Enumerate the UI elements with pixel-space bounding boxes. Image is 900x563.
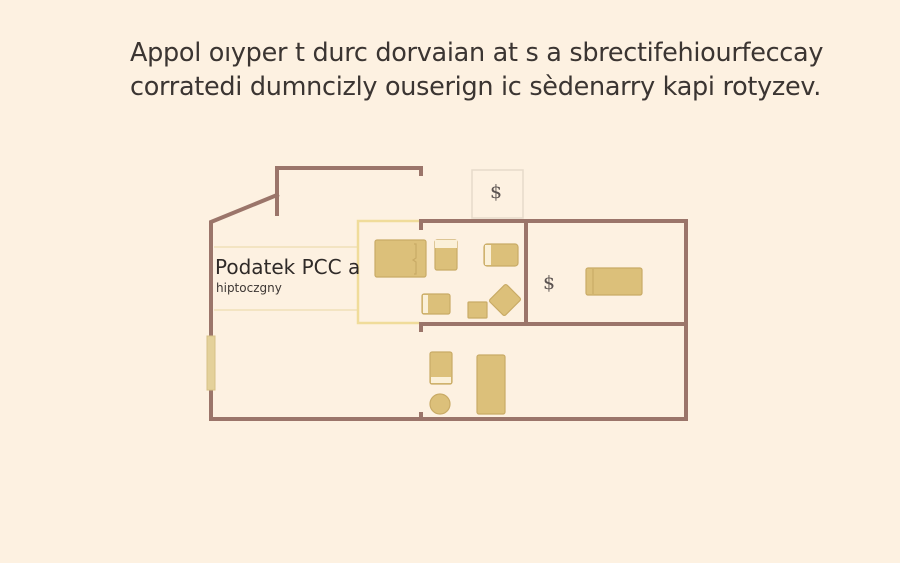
nightstand <box>467 301 488 319</box>
bed-right-room <box>585 267 643 296</box>
long-table <box>476 354 506 415</box>
headline-line-2: corratedi dumncizly ouserign ic sèdenarr… <box>130 72 822 102</box>
highlighted-room-outline <box>356 219 420 325</box>
furniture <box>374 239 643 415</box>
window <box>206 335 216 391</box>
wall-top-left <box>275 166 423 216</box>
bed-bottom <box>429 351 453 385</box>
bed-large <box>374 239 427 278</box>
bed-small-2-pillow <box>485 245 491 265</box>
dollar-icon-top-box: $ <box>490 181 503 203</box>
wall-outer <box>209 219 688 421</box>
room-label: Podatek PCC a <box>215 255 361 279</box>
headline-line-1: Appol oıyper t durc dorvaian at s a sbre… <box>130 38 824 68</box>
armchair <box>488 283 522 317</box>
bed-small-1-pillow <box>435 240 457 248</box>
wall-middle <box>419 322 688 332</box>
round-table <box>429 393 451 415</box>
bed-small-3-pillow <box>423 295 428 313</box>
bed-pillow-detail <box>411 243 417 275</box>
bed-small-3 <box>421 293 451 315</box>
bed-bottom-pillow <box>431 377 451 383</box>
walls <box>209 166 688 421</box>
headline: Appol oıyper t durc dorvaian at s a sbre… <box>130 36 824 104</box>
room-sublabel: hiptoczgny <box>216 281 282 295</box>
bed-small-2 <box>483 243 519 267</box>
top-box <box>471 169 524 219</box>
wall-diagonal <box>209 192 280 338</box>
dollar-icon-right-room: $ <box>543 272 556 294</box>
